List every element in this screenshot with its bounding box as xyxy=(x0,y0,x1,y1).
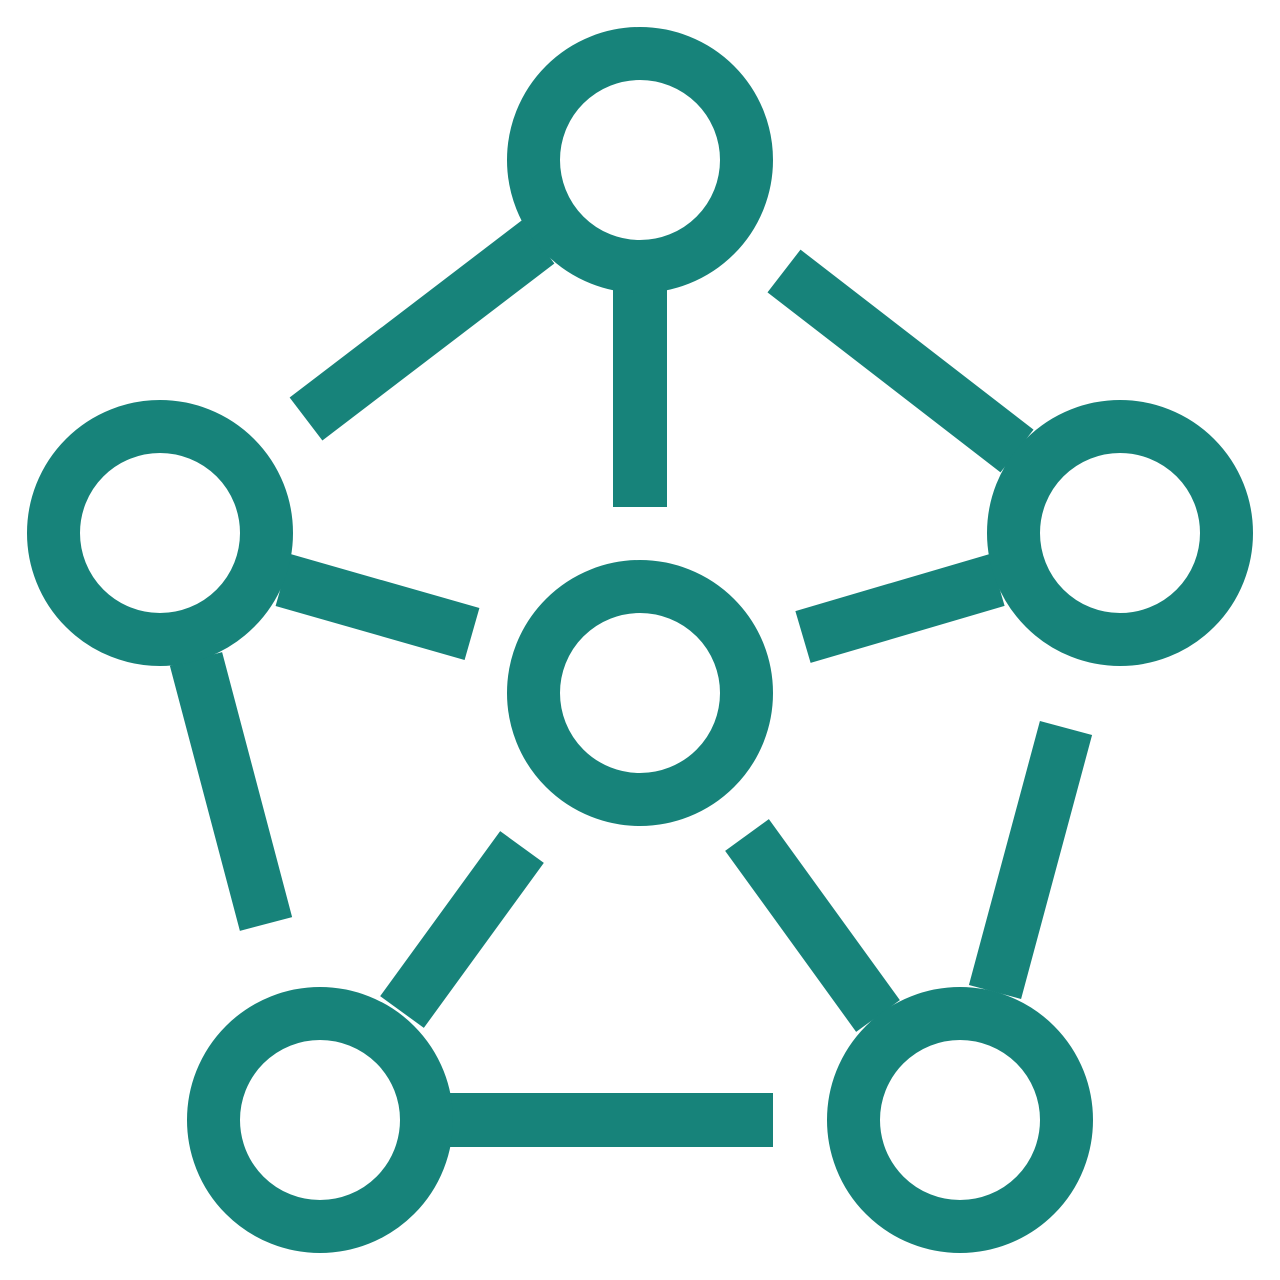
edge-top-to-right xyxy=(767,249,1034,473)
edge-center-to-bottom-left xyxy=(380,831,544,1028)
node-bottom-left xyxy=(187,987,453,1253)
edge-right-to-center xyxy=(795,554,1005,663)
edge-left-to-bottom-left xyxy=(169,652,293,931)
node-top xyxy=(507,27,773,293)
node-bottom-right xyxy=(827,987,1093,1253)
edges xyxy=(169,220,1093,1147)
edge-right-to-bottom-right xyxy=(968,720,1093,1000)
edge-center-to-bottom-right xyxy=(725,819,900,1032)
node-left xyxy=(27,400,293,666)
node-center xyxy=(507,560,773,826)
node-right xyxy=(987,400,1253,666)
edge-left-to-center xyxy=(275,554,480,660)
edge-top-to-left xyxy=(289,220,555,441)
nodes xyxy=(27,27,1253,1253)
